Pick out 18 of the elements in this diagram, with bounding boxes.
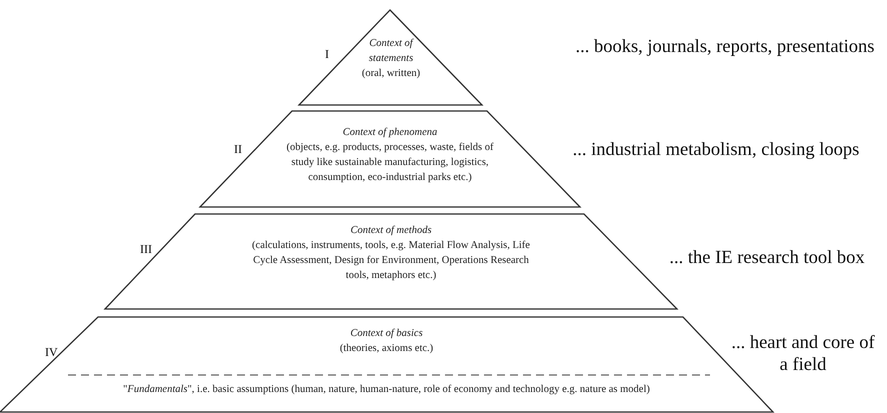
layer-example-text: ... books, journals, reports, presentations	[574, 36, 876, 58]
layer-example-text: ... heart and core of a field	[730, 332, 876, 376]
layer-numeral: III	[140, 242, 152, 257]
layer-heading: Context of phenomena	[342, 126, 438, 140]
layer-heading: Context of statements	[368, 37, 415, 66]
layer-numeral: IV	[45, 345, 58, 360]
layer-description: (oral, written)	[360, 67, 422, 81]
layer-description: "Fundamentals", i.e. basic assumptions (human, nature, human-nature, role of economy and technology e.g. nature as model)	[122, 383, 651, 397]
pyramid-layer	[299, 10, 482, 105]
layer-numeral: II	[234, 142, 242, 157]
layer-example-text: ... the IE research tool box	[668, 247, 866, 269]
layer-heading: Context of basics	[349, 327, 424, 341]
layer-description: (objects, e.g. products, processes, waste, fields of study like sustainable manufacturing, logistics, consumption, eco-industrial parks etc.)	[285, 141, 495, 185]
layer-numeral: I	[325, 47, 329, 62]
layer-description: (theories, axioms etc.)	[338, 342, 434, 356]
layer-heading: Context of methods	[349, 224, 433, 238]
layer-description: (calculations, instruments, tools, e.g. Material Flow Analysis, Life Cycle Assessment, Design for Environment, Operations Research tools, metaphors etc.)	[251, 239, 531, 283]
layer-example-text: ... industrial metabolism, closing loops	[572, 139, 860, 161]
